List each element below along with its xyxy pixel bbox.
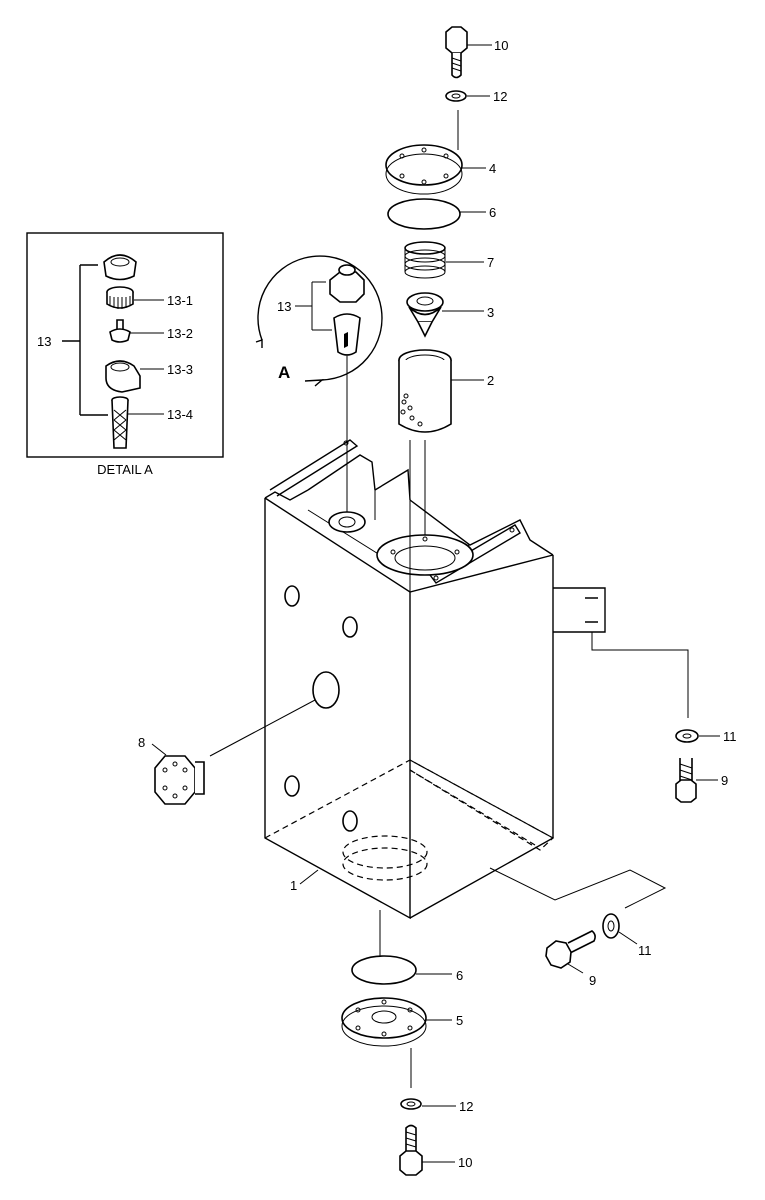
cover-bottom-icon <box>341 997 427 1047</box>
label-spring: 7 <box>487 255 494 270</box>
detail-group-label: 13 <box>37 334 51 349</box>
washer-lower-right-icon <box>602 913 620 939</box>
detail-item-13-4: 13-4 <box>167 407 193 422</box>
washer-bottom-icon <box>400 1098 422 1110</box>
label-washer-right: 11 <box>723 729 737 744</box>
label-cover-bottom: 5 <box>456 1013 463 1028</box>
detail-knob-icon <box>103 254 137 281</box>
gasket-top-icon <box>387 198 461 230</box>
detail-strainer-tube-icon <box>111 396 129 449</box>
callout-group-label: 13 <box>277 299 291 314</box>
top-stack: 10 12 4 6 <box>385 26 508 560</box>
label-valve: 3 <box>487 305 494 320</box>
detail-pin-icon <box>109 319 131 343</box>
label-cover-top: 4 <box>489 161 496 176</box>
bolt-right-icon <box>675 758 697 803</box>
label-tank: 1 <box>290 878 297 893</box>
detail-body-icon <box>105 360 141 393</box>
callout-circle-a: A 13 <box>255 255 383 515</box>
label-bolt-right: 9 <box>721 773 728 788</box>
label-bolt-top: 10 <box>494 38 508 53</box>
detail-item-13-3: 13-3 <box>167 362 193 377</box>
strainer-icon <box>398 349 452 433</box>
detail-caption: DETAIL A <box>97 462 153 477</box>
callout-view-letter: A <box>278 363 290 382</box>
label-bolt-lower-right: 9 <box>589 973 596 988</box>
bolt-bottom-icon <box>399 1124 423 1176</box>
gasket-bottom-icon <box>351 955 417 985</box>
label-washer-lower-right: 11 <box>638 943 652 958</box>
bolt-top-icon <box>445 26 468 79</box>
label-bolt-bottom: 10 <box>458 1155 472 1170</box>
detail-a-panel: 13 13-1 13-2 13-3 13-4 DETAIL A <box>26 232 224 477</box>
label-gasket-top: 6 <box>489 205 496 220</box>
washer-right-icon <box>675 729 699 743</box>
label-gasket-bottom: 6 <box>456 968 463 983</box>
detail-item-13-1: 13-1 <box>167 293 193 308</box>
spring-icon <box>404 241 446 279</box>
label-washer-bottom: 12 <box>459 1099 473 1114</box>
detail-cap-icon <box>106 286 134 309</box>
cover-top-icon <box>385 144 463 195</box>
hydraulic-tank-icon <box>264 439 689 958</box>
label-plug: 8 <box>138 735 145 750</box>
detail-item-13-2: 13-2 <box>167 326 193 341</box>
label-washer-top: 12 <box>493 89 507 104</box>
washer-top-icon <box>445 90 467 102</box>
label-strainer: 2 <box>487 373 494 388</box>
bolt-lower-right-icon <box>545 930 596 969</box>
bottom-stack: 6 5 12 10 <box>341 955 473 1176</box>
drain-plug-icon <box>154 755 205 805</box>
valve-icon <box>406 292 444 338</box>
